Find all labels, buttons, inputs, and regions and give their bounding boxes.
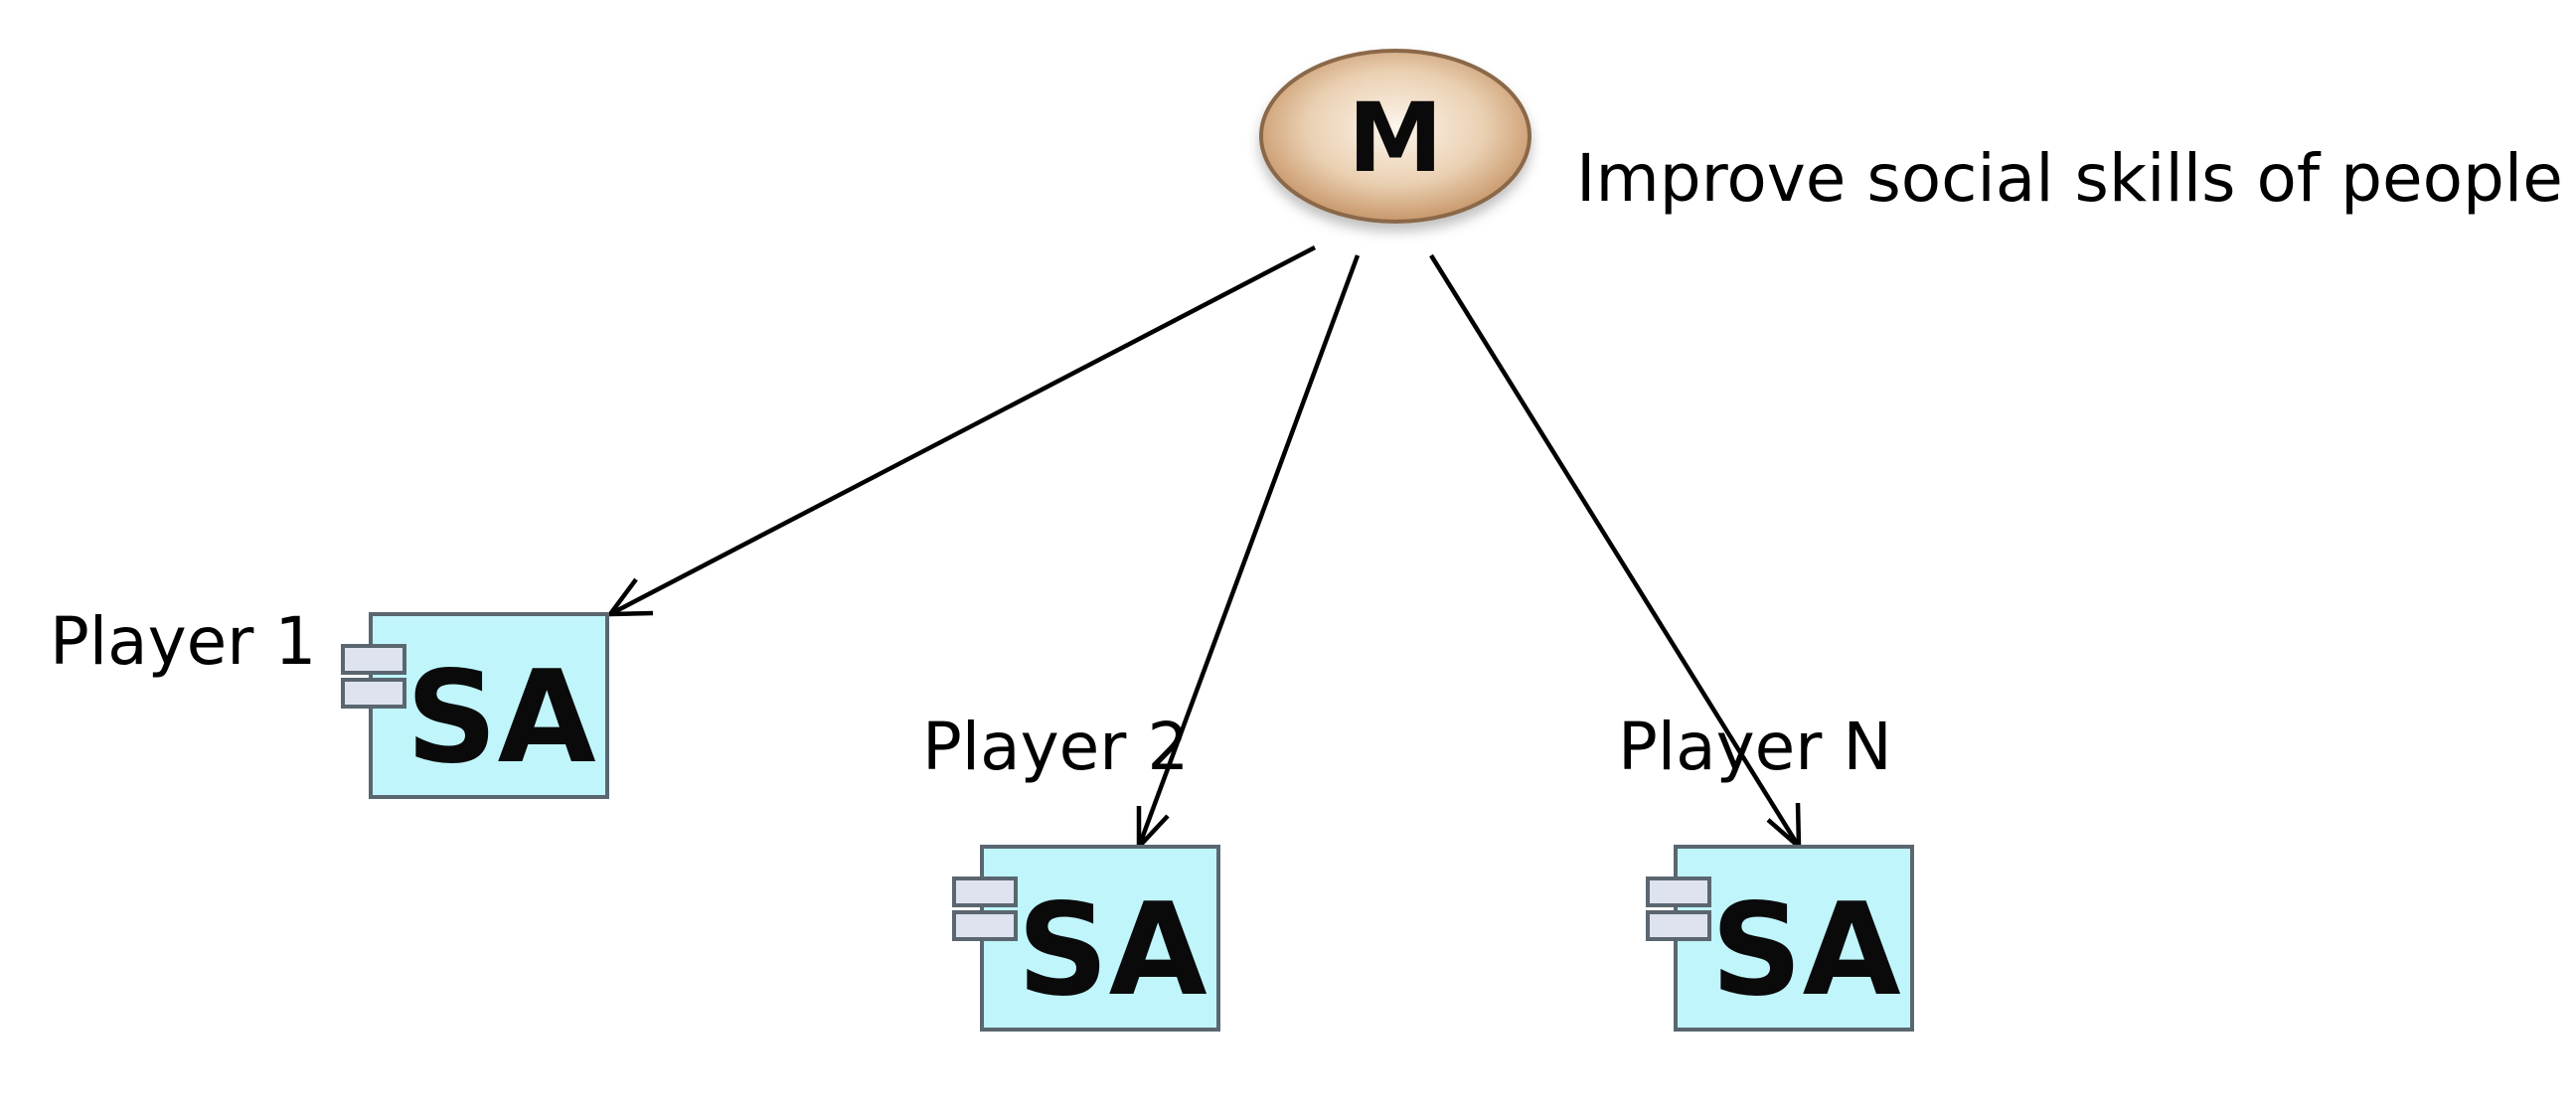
agent-icon-player-n [1674, 845, 1914, 1032]
agent-icon-letters: SA [1710, 877, 1900, 1025]
mission-icon-letter: M [1348, 82, 1443, 194]
agent-port-top-icon [952, 877, 1018, 907]
agent-icon-letters: SA [1017, 877, 1207, 1025]
agent-port-bottom-icon [341, 678, 406, 709]
agent-port-top-icon [1646, 877, 1711, 907]
agent-port-bottom-icon [952, 910, 1018, 941]
edge-player-1 [605, 245, 1317, 617]
agent-label-player-2: Player 2 [922, 709, 1189, 785]
agent-node-player-1[interactable]: Player 1 SA [50, 603, 609, 799]
agent-node-player-n[interactable]: Player N SA [1618, 709, 1914, 1032]
agent-port-bottom-icon [1646, 910, 1711, 941]
agent-icon-letters: SA [405, 644, 595, 792]
agent-icon-player-2 [980, 845, 1220, 1032]
mission-label: Improve social skills of people [1576, 140, 2563, 217]
mission-icon [1259, 49, 1531, 224]
agent-label-player-n: Player N [1618, 709, 1892, 785]
agent-node-player-2[interactable]: Player 2 SA [922, 709, 1220, 1032]
agent-label-player-1: Player 1 [50, 603, 316, 680]
agent-port-top-icon [341, 644, 406, 675]
mission-node[interactable]: M Improve social skills of people [1259, 49, 2563, 224]
